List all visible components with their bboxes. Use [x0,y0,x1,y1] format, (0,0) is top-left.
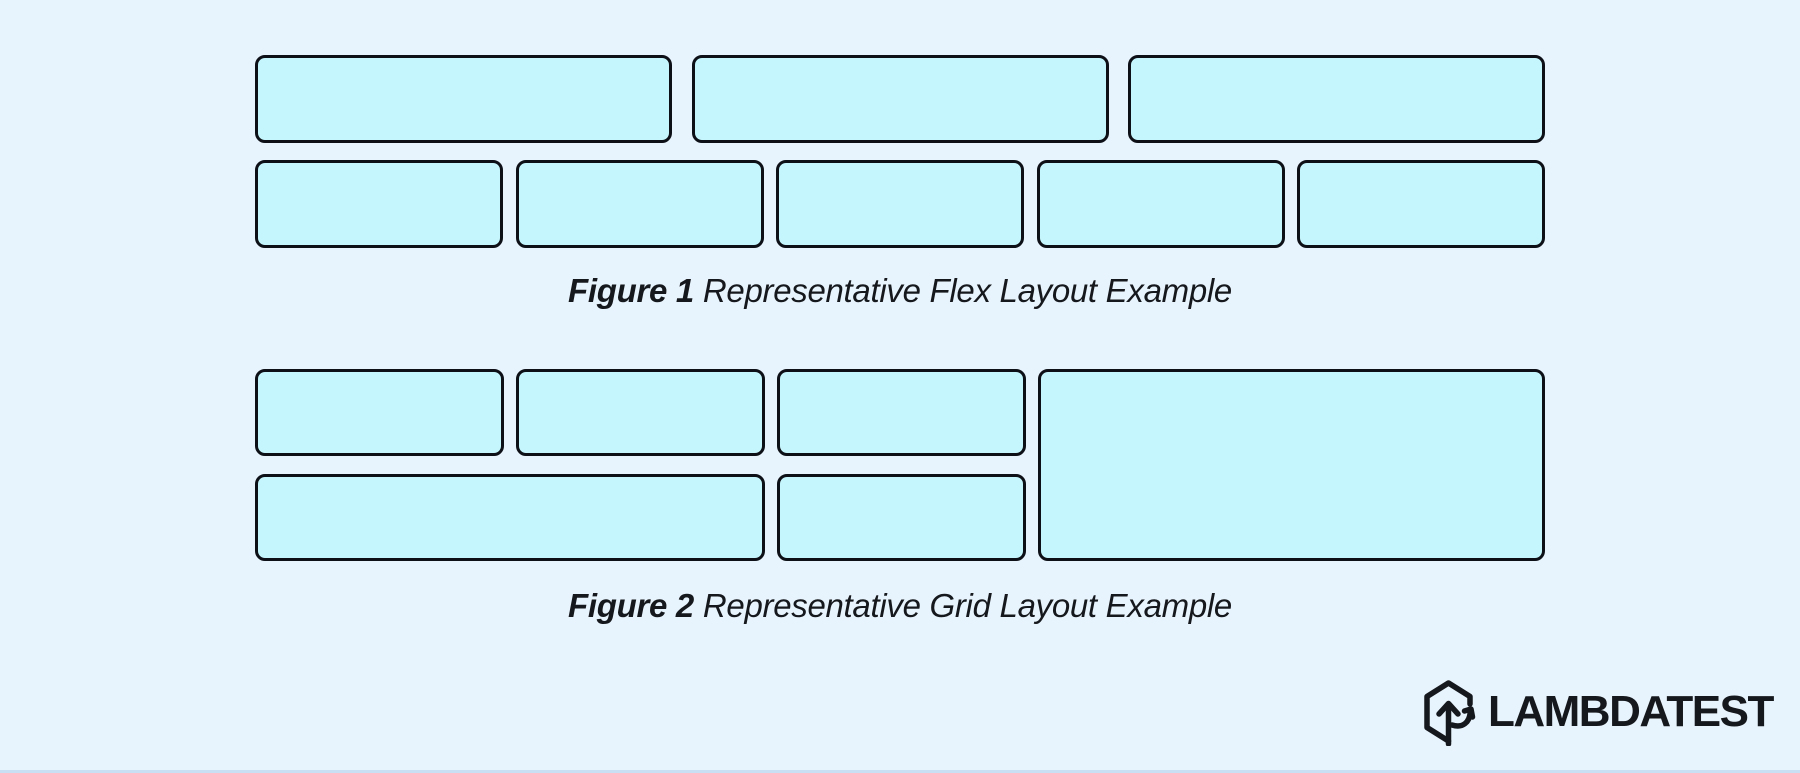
flex-row-bottom [255,160,1545,248]
flex-box [255,160,503,248]
figure2-grid-section: Figure 2 Representative Grid Layout Exam… [255,369,1545,626]
flex-row-top [255,55,1545,143]
figure1-caption-label: Figure 1 [568,272,694,309]
figure2-caption: Figure 2 Representative Grid Layout Exam… [255,586,1545,626]
grid-box-wide [255,474,765,561]
grid-box [777,369,1026,456]
lambdatest-logo: LAMBDATEST [1419,678,1774,746]
lambdatest-hexagon-arrow-icon [1424,680,1476,746]
flex-box [776,160,1024,248]
flex-box [515,160,764,248]
flex-box [1036,160,1285,248]
lambdatest-logo-text: LAMBDATEST [1488,687,1774,736]
bottom-edge-line [0,770,1800,773]
grid-box-tall [1038,369,1545,561]
flex-box [255,55,672,143]
figures-container: Figure 1 Representative Flex Layout Exam… [255,55,1545,626]
flex-box [1128,55,1545,143]
grid-box [777,474,1026,561]
figure2-caption-label: Figure 2 [568,587,694,624]
grid-box [255,369,504,456]
figure1-flex-section: Figure 1 Representative Flex Layout Exam… [255,55,1545,311]
figure2-caption-text: Representative Grid Layout Example [702,587,1232,624]
grid-layout [255,369,1545,561]
flex-box [1297,160,1545,248]
figure1-caption: Figure 1 Representative Flex Layout Exam… [255,271,1545,311]
flex-box [691,55,1109,143]
figure1-caption-text: Representative Flex Layout Example [702,272,1232,309]
grid-box [516,369,765,456]
